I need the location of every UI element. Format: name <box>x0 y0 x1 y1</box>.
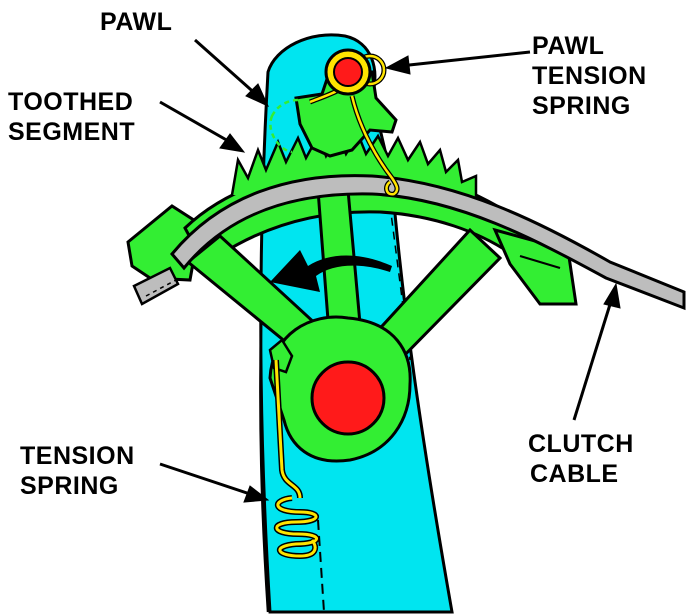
label-clutch-cable-line2: CABLE <box>530 460 619 488</box>
cable-end-fitting <box>132 266 180 306</box>
arm-edge-line <box>259 289 270 613</box>
main-pivot <box>310 360 386 436</box>
clutch-cable <box>170 174 686 311</box>
tension-spring <box>273 359 320 560</box>
label-pawl-tension-spring-line1: PAWL <box>532 32 604 60</box>
pawl-pivot <box>333 57 363 87</box>
label-tension-spring-line1: TENSION <box>20 442 135 470</box>
label-tension-spring-line2: SPRING <box>20 472 119 500</box>
label-toothed-segment-line1: TOOTHED <box>8 88 133 116</box>
label-toothed-segment-line2: SEGMENT <box>8 118 135 146</box>
label-clutch-cable-line1: CLUTCH <box>528 430 634 458</box>
leader-arrows <box>159 38 621 503</box>
label-pawl: PAWL <box>100 8 172 36</box>
toothed-segment-quadrant <box>126 131 578 463</box>
rotation-arrow <box>270 250 392 292</box>
label-pawl-tension-spring-line2: TENSION <box>532 62 647 90</box>
pawl-hidden-outline <box>269 98 313 154</box>
label-pawl-tension-spring-line3: SPRING <box>532 92 631 120</box>
